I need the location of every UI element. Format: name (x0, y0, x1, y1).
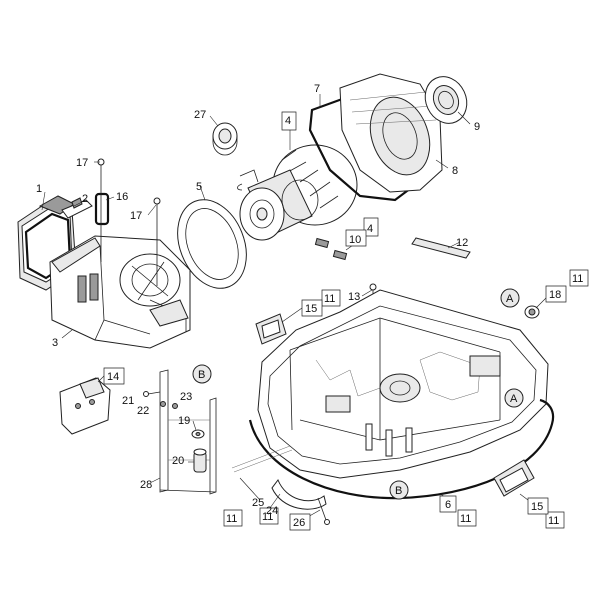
marker-B-left: B (192, 364, 212, 384)
callout-11f-box: 11 (545, 511, 565, 529)
part-18-knob (524, 305, 540, 319)
callout-6: 6 (445, 499, 451, 511)
callout-10: 10 (349, 234, 361, 246)
part-12-strip (411, 237, 471, 259)
callout-20: 20 (172, 455, 184, 467)
callout-11c-box: 11 (223, 509, 243, 527)
callout-21: 21 (122, 395, 134, 407)
part-5-gasket-ring (177, 199, 247, 289)
callout-23: 23 (180, 391, 192, 403)
callout-26-box: 26 (289, 513, 311, 531)
part-24-clamp (271, 478, 327, 510)
callout-27: 27 (194, 109, 206, 121)
marker-A-right-label: A (510, 393, 518, 405)
main-base-tank-top (257, 289, 549, 479)
callout-11e: 11 (460, 513, 471, 525)
callout-4a: 4 (285, 115, 291, 127)
marker-A-right: A (504, 388, 524, 408)
callout-11a-box: 11 (321, 289, 341, 307)
part-3-fan-housing (49, 235, 191, 349)
callout-10-box: 10 (345, 229, 367, 247)
part-15-latch-lower (493, 459, 535, 497)
callout-24: 24 (266, 505, 278, 517)
callout-14: 14 (107, 371, 119, 383)
callout-11d-box: 11 (259, 507, 279, 525)
part-15-latch-upper (255, 313, 287, 345)
marker-A-top-label: A (506, 293, 514, 305)
callout-numbers: 1 2 3 4 4 5 6 7 8 9 10 11 11 (36, 83, 589, 531)
callout-15a: 15 (305, 303, 317, 315)
marker-B-bottom: B (389, 480, 409, 500)
callout-14-box: 14 (103, 367, 125, 385)
part-14-switch (59, 377, 111, 435)
callout-16: 16 (116, 191, 128, 203)
callout-11b-box: 11 (569, 269, 589, 287)
part-8-motor-cover (339, 73, 443, 193)
part-19-washer (191, 429, 205, 439)
callout-17a: 17 (76, 157, 88, 169)
callout-12: 12 (456, 237, 468, 249)
part-26-screw (317, 497, 330, 525)
part-25-cable (231, 445, 293, 473)
callout-28: 28 (140, 479, 152, 491)
callout-3: 3 (52, 337, 58, 349)
callout-4b: 4 (367, 223, 373, 235)
callout-18-box: 18 (545, 285, 567, 303)
callout-19: 19 (178, 415, 190, 427)
part-16-plate (94, 192, 110, 226)
callout-9: 9 (474, 121, 480, 133)
callout-18: 18 (549, 289, 561, 301)
part-6-bumper (248, 398, 555, 500)
part-4-motor (237, 144, 358, 241)
part-17-screw-right (153, 197, 161, 286)
callout-17b: 17 (130, 210, 142, 222)
callout-1: 1 (36, 183, 42, 195)
marker-A-top: A (500, 288, 520, 308)
callout-11c: 11 (226, 513, 237, 525)
part-20-capacitor (193, 448, 207, 473)
callout-15b: 15 (531, 501, 543, 513)
callout-7: 7 (314, 83, 320, 95)
callout-11b: 11 (572, 273, 583, 285)
part-28-frame (159, 369, 217, 495)
part-27-bushing (212, 122, 238, 156)
callout-15b-box: 15 (527, 497, 549, 515)
callout-11f: 11 (548, 515, 559, 527)
callout-2: 2 (82, 193, 88, 205)
callout-15a-box: 15 (301, 299, 323, 317)
callout-11e-box: 11 (457, 509, 477, 527)
marker-B-left-label: B (198, 369, 205, 381)
part-9-outlet-ring (424, 76, 468, 124)
callout-11d: 11 (262, 511, 273, 523)
callout-25: 25 (252, 497, 264, 509)
part-10-brushes (314, 237, 348, 261)
callout-11a: 11 (324, 293, 335, 305)
part-21-screw (143, 391, 161, 397)
callout-26: 26 (293, 517, 305, 529)
callout-22: 22 (137, 405, 149, 417)
callout-4a-box: 4 (281, 111, 297, 131)
callout-6-box: 6 (439, 495, 457, 513)
part-23-clip (172, 403, 178, 409)
callout-8: 8 (452, 165, 458, 177)
callout-5: 5 (196, 181, 202, 193)
marker-B-bottom-label: B (395, 485, 402, 497)
callout-13: 13 (348, 291, 360, 303)
part-22-nut (160, 401, 166, 407)
